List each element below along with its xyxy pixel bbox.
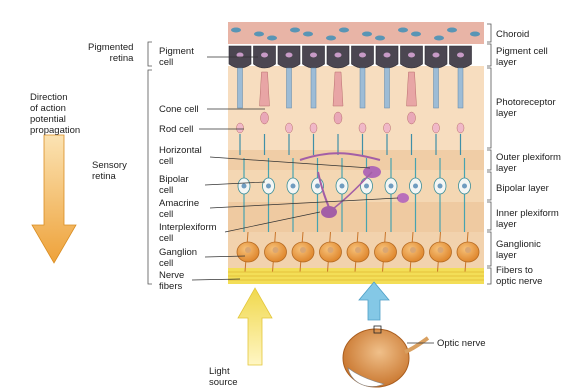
- ganglion-nucleus: [410, 247, 416, 253]
- signal-to-brain-arrow: [359, 282, 389, 320]
- bipolar-nucleus: [389, 184, 394, 189]
- inner-plexiform-layer-label: Inner plexiform layer: [496, 208, 559, 230]
- bipolar-nucleus: [340, 184, 345, 189]
- bipolar-nucleus: [413, 184, 418, 189]
- cone-nucleus: [261, 112, 269, 124]
- sensory-retina-label: Sensory retina: [92, 160, 127, 182]
- pigment-nucleus: [310, 53, 317, 58]
- pigment-nucleus: [261, 53, 268, 58]
- amacrine-cell-label: Amacrine cell: [159, 198, 199, 220]
- bipolar-layer-label: Bipolar layer: [496, 183, 549, 194]
- choroid-vessel: [398, 28, 408, 33]
- bipolar-cell-label: Bipolar cell: [159, 174, 189, 196]
- rod-nucleus: [237, 123, 244, 133]
- light-source-arrow: [238, 288, 272, 365]
- choroid-vessel: [339, 28, 349, 33]
- choroid-vessel: [375, 36, 385, 41]
- choroid-vessel: [267, 36, 277, 41]
- rod-nucleus: [384, 123, 391, 133]
- pigment-nucleus: [457, 53, 464, 58]
- ganglion-nucleus: [355, 247, 361, 253]
- choroid-vessel: [290, 28, 300, 33]
- ganglion-nucleus: [273, 247, 279, 253]
- photoreceptor-layer-label: Photoreceptor layer: [496, 97, 556, 119]
- bipolar-nucleus: [438, 184, 443, 189]
- propagation-direction-arrow: [32, 135, 76, 263]
- eyeball: [343, 326, 434, 387]
- cone-nucleus: [408, 112, 416, 124]
- pigment-nucleus: [359, 53, 366, 58]
- nerve-fibers-label: Nerve fibers: [159, 270, 184, 292]
- choroid-vessel: [411, 32, 421, 37]
- choroid-vessel: [254, 32, 264, 37]
- choroid-vessel: [434, 36, 444, 41]
- bipolar-nucleus: [315, 184, 320, 189]
- cone-cell: [407, 72, 417, 106]
- ganglion-nucleus: [245, 247, 251, 253]
- rod-cell: [238, 68, 243, 108]
- rod-nucleus: [286, 123, 293, 133]
- ganglion-nucleus: [465, 247, 471, 253]
- cone-cell-label: Cone cell: [159, 104, 199, 115]
- rod-nucleus: [433, 123, 440, 133]
- ganglionic-layer-label: Ganglionic layer: [496, 239, 541, 261]
- outer-plexiform-layer-label: Outer plexiform layer: [496, 152, 561, 174]
- bipolar-nucleus: [266, 184, 271, 189]
- cone-cell: [260, 72, 270, 106]
- rod-cell: [385, 68, 390, 108]
- ganglion-nucleus: [383, 247, 389, 253]
- direction-label: Direction of action potential propagatio…: [30, 92, 80, 136]
- rod-cell: [434, 68, 439, 108]
- bipolar-nucleus: [364, 184, 369, 189]
- rod-nucleus: [359, 123, 366, 133]
- rod-cell: [287, 68, 292, 108]
- pigment-cell-layer-label: Pigment cell layer: [496, 46, 548, 68]
- pigment-nucleus: [384, 53, 391, 58]
- choroid-vessel: [303, 32, 313, 37]
- choroid-vessel: [447, 28, 457, 33]
- choroid-band: [228, 22, 484, 44]
- pigment-nucleus: [335, 53, 342, 58]
- cone-nucleus: [334, 112, 342, 124]
- ganglion-nucleus: [300, 247, 306, 253]
- layer-brackets: [487, 24, 491, 284]
- pigment-nucleus: [433, 53, 440, 58]
- inner-plexiform-band: [228, 202, 484, 232]
- choroid-vessel: [470, 32, 480, 37]
- retina-brackets: [148, 42, 152, 284]
- retina-tissue: [228, 22, 484, 284]
- interplexiform-cell-label: Interplexiform cell: [159, 222, 217, 244]
- ganglion-nucleus: [438, 247, 444, 253]
- choroid-layer-label: Choroid: [496, 29, 529, 40]
- bipolar-nucleus: [242, 184, 247, 189]
- choroid-vessel: [231, 28, 241, 33]
- cone-cell: [333, 72, 343, 106]
- pigment-nucleus: [408, 53, 415, 58]
- amacrine-cell: [397, 193, 409, 203]
- rod-cell-label: Rod cell: [159, 124, 193, 135]
- rod-cell: [458, 68, 463, 108]
- pigment-nucleus: [286, 53, 293, 58]
- horizontal-cell-label: Horizontal cell: [159, 145, 202, 167]
- pigment-cell-label: Pigment cell: [159, 46, 194, 68]
- rod-cell: [311, 68, 316, 108]
- rod-cell: [360, 68, 365, 108]
- bipolar-nucleus: [462, 184, 467, 189]
- choroid-vessel: [326, 36, 336, 41]
- bipolar-nucleus: [291, 184, 296, 189]
- optic-nerve-label: Optic nerve: [437, 338, 486, 349]
- rod-nucleus: [310, 123, 317, 133]
- ganglion-cell-label: Ganglion cell: [159, 247, 197, 269]
- ganglion-nucleus: [328, 247, 334, 253]
- rod-nucleus: [457, 123, 464, 133]
- fibers-to-optic-nerve-label: Fibers to optic nerve: [496, 265, 542, 287]
- pigmented-retina-label: Pigmented retina: [88, 42, 133, 64]
- choroid-vessel: [362, 32, 372, 37]
- light-source-label: Light source: [209, 366, 238, 388]
